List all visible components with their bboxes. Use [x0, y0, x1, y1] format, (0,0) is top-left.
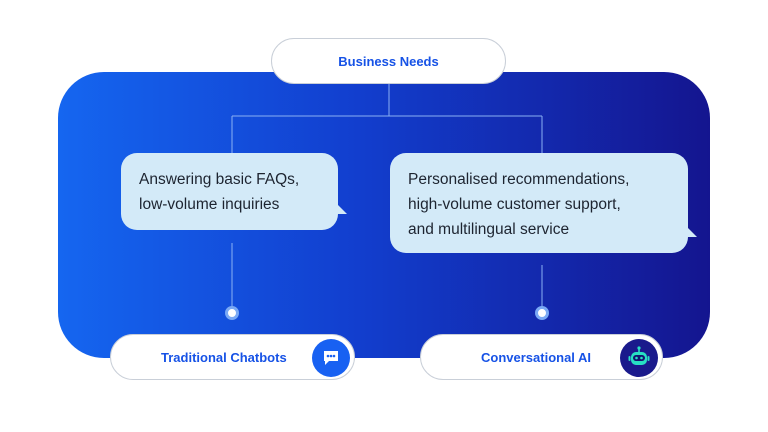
robot-icon	[620, 339, 658, 377]
right-bubble-tail	[686, 226, 697, 237]
left-bubble-tail	[336, 203, 347, 214]
left-needs-line: low-volume inquiries	[139, 196, 280, 213]
traditional-chatbots-label: Traditional Chatbots	[161, 349, 287, 365]
business-needs-label: Business Needs	[338, 53, 439, 69]
conversational-ai-label: Conversational AI	[481, 349, 592, 365]
left-needs-line: Answering basic FAQs,	[139, 171, 300, 188]
left-connector-dot	[225, 306, 239, 320]
chat-bubble-icon	[312, 339, 350, 377]
right-needs-bubble: Personalised recommendations, high-volum…	[390, 153, 688, 253]
right-needs-line: and multilingual service	[408, 221, 570, 238]
right-needs-line: high-volume customer support,	[408, 196, 621, 213]
left-needs-bubble: Answering basic FAQs, low-volume inquiri…	[121, 153, 338, 230]
right-needs-line: Personalised recommendations,	[408, 171, 630, 188]
right-connector-dot	[535, 306, 549, 320]
conversational-ai-node: Conversational AI	[420, 334, 663, 380]
traditional-chatbots-node: Traditional Chatbots	[110, 334, 355, 380]
business-needs-node: Business Needs	[271, 38, 506, 84]
